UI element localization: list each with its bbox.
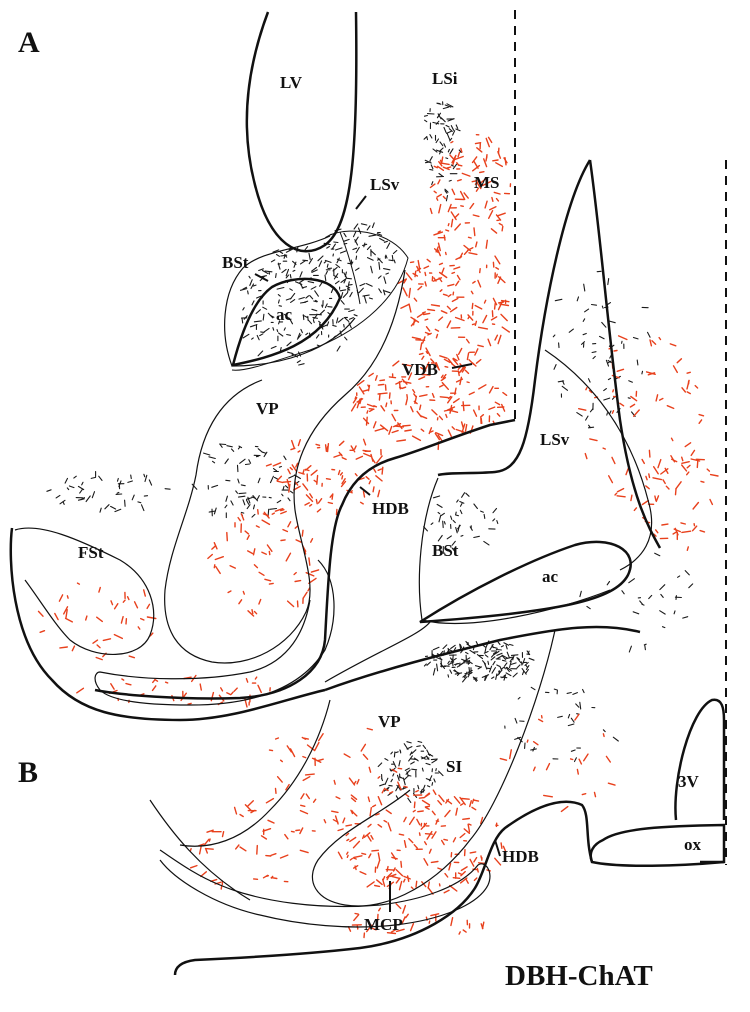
ventral-pallidum-outline xyxy=(164,269,406,664)
lv-label: LV xyxy=(280,73,303,92)
third-ventricle-label: 3V xyxy=(678,772,700,791)
mcp-label: MCP xyxy=(364,915,403,934)
hdb-a-label: HDB xyxy=(372,499,409,518)
ac-a-label: ac xyxy=(276,305,293,324)
anterior-commissure-a xyxy=(231,277,342,367)
panel-b-ventral-contour xyxy=(173,800,724,976)
fst-outline xyxy=(14,527,155,656)
lsv-a-label: LSv xyxy=(370,175,400,194)
lsi-label: LSi xyxy=(432,69,458,88)
lsv-b-label: LSv xyxy=(540,430,570,449)
hdb-a-leader xyxy=(359,486,371,496)
bst-b-label: BSt xyxy=(432,541,459,560)
ms-label: MS xyxy=(474,173,500,192)
lateral-ventricle-b-right xyxy=(588,159,662,549)
hdb-inner-outline xyxy=(94,559,335,706)
optic-chiasm-outline xyxy=(589,823,726,868)
vdb-a-leader xyxy=(451,363,473,369)
mcp-inner-outline xyxy=(159,849,491,928)
hdb-b-leader xyxy=(494,839,501,857)
bst-capsule-a xyxy=(224,235,356,367)
fst-label: FSt xyxy=(78,543,104,562)
panel-a-outlines xyxy=(9,11,516,722)
figure-title: DBH-ChAT xyxy=(505,960,653,992)
panel-b-ventral-inner xyxy=(149,799,251,901)
internal-capsule-b-upper xyxy=(324,621,431,683)
vdb-label: VDB xyxy=(402,360,438,379)
lsv-capsule-b xyxy=(544,349,653,571)
chat-cell-stipple xyxy=(37,133,719,939)
ac-b-label: ac xyxy=(542,567,559,586)
bst-a-label: BSt xyxy=(222,253,249,272)
hdb-channel-outline xyxy=(94,418,516,700)
dbh-fiber-stipple xyxy=(46,101,694,803)
bst-a-leader xyxy=(254,273,269,282)
lsv-a-leader xyxy=(355,195,367,210)
panel-b-letter: B xyxy=(18,756,38,789)
lateral-ventricle-outline xyxy=(245,11,358,253)
internal-capsule-b xyxy=(324,625,641,692)
anterior-commissure-b xyxy=(419,540,632,624)
panel-a-letter: A xyxy=(18,26,40,59)
panel-a-ventral-contour xyxy=(9,527,326,722)
ox-label: ox xyxy=(684,835,702,854)
lsv-boundary xyxy=(339,231,361,305)
vp-si-boundary-b xyxy=(179,629,556,907)
panel-b-outlines xyxy=(149,159,726,976)
si-label: SI xyxy=(446,757,462,776)
vp-b-label: VP xyxy=(378,712,401,731)
third-ventricle-outline xyxy=(674,698,726,821)
lateral-ventricle-b-outline xyxy=(437,159,592,477)
hdb-b-label: HDB xyxy=(502,847,539,866)
vp-a-label: VP xyxy=(256,399,279,418)
